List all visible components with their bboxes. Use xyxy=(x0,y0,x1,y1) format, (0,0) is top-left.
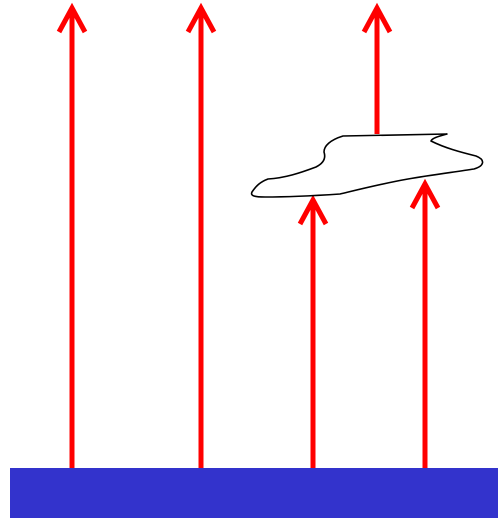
ground-bar xyxy=(10,468,498,518)
